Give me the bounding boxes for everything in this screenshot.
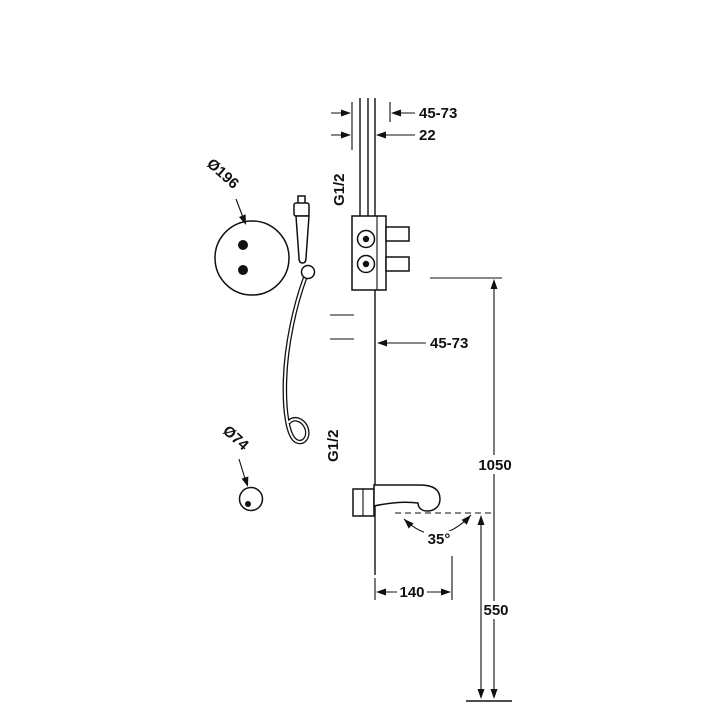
dim-label-outlet-height: 1050 xyxy=(478,457,511,474)
bath-spout xyxy=(352,484,441,517)
arrowhead-down-icon xyxy=(477,689,485,699)
thread-label-top: G1/2 xyxy=(331,173,348,206)
dim-140-mask xyxy=(397,583,427,600)
valve-screw-lower-dot xyxy=(362,260,370,268)
arrowhead-right-icon xyxy=(341,131,351,139)
hand-shower-handle xyxy=(295,215,310,264)
dim-outlet-height: 1050 xyxy=(430,277,513,699)
spout-body xyxy=(373,484,441,512)
dim-spout-angle: 35° xyxy=(403,514,472,548)
angle-label: 35° xyxy=(428,531,451,548)
knob-face xyxy=(238,486,264,512)
dim-top-depth: 45-73 xyxy=(331,102,457,150)
valve-outlet-upper xyxy=(385,226,410,242)
arrowhead-arc-start-icon xyxy=(404,519,414,529)
dial-diameter-text: Ø196 xyxy=(203,155,242,192)
volume-knob xyxy=(238,486,264,512)
shower-hose-core xyxy=(283,277,309,443)
arrowhead-left-icon xyxy=(391,109,401,117)
label-dial-diameter: Ø196 xyxy=(203,155,246,225)
hand-shower xyxy=(282,195,316,445)
riser-pipe xyxy=(359,98,369,216)
dim-label-spout-height: 550 xyxy=(483,602,508,619)
shower-hose-outline xyxy=(282,275,310,445)
arrowhead-left-icon xyxy=(376,588,386,596)
valve-outlet-lower xyxy=(385,256,410,272)
dial-button-lower xyxy=(238,265,248,275)
dim-1050-mask xyxy=(477,455,513,474)
arrowhead-up-icon xyxy=(490,279,498,289)
dim-top-offset: 22 xyxy=(331,127,436,144)
dim-mid-depth: 45-73 xyxy=(330,314,468,352)
dim-spout-height: 550 xyxy=(477,515,510,699)
arrowhead-left-icon xyxy=(376,131,386,139)
dial-button-upper xyxy=(238,240,248,250)
hose-connector-ring xyxy=(300,264,316,280)
arrowhead-right-icon xyxy=(341,109,351,117)
thread-label-bottom: G1/2 xyxy=(325,429,342,462)
arrowhead-arc-end-icon xyxy=(461,515,471,525)
valve-screw-upper-dot xyxy=(362,235,370,243)
dim-label-top-depth: 45-73 xyxy=(419,105,457,122)
knob-diameter-text: Ø74 xyxy=(219,422,252,454)
arrowhead-down-icon xyxy=(490,689,498,699)
thermostat-dial xyxy=(214,220,290,296)
arrowhead-up-icon xyxy=(477,515,485,525)
dim-label-spout-reach: 140 xyxy=(399,584,424,601)
dim-spout-reach: 140 xyxy=(374,556,453,601)
valve-body xyxy=(351,215,410,291)
hand-shower-head xyxy=(293,202,310,217)
arrowhead-down-icon xyxy=(241,476,249,487)
dim-label-top-offset: 22 xyxy=(419,127,436,144)
knob-dot xyxy=(245,501,251,507)
dim-label-mid-depth: 45-73 xyxy=(430,335,468,352)
dial-face xyxy=(214,220,290,296)
arrowhead-left-icon xyxy=(377,339,387,347)
arrowhead-down-icon xyxy=(239,214,246,225)
label-knob-diameter: Ø74 xyxy=(219,422,252,487)
dim-550-mask xyxy=(482,601,510,619)
arrowhead-right-icon xyxy=(441,588,451,596)
valve-housing xyxy=(351,215,387,291)
angle-label-mask xyxy=(424,531,454,548)
